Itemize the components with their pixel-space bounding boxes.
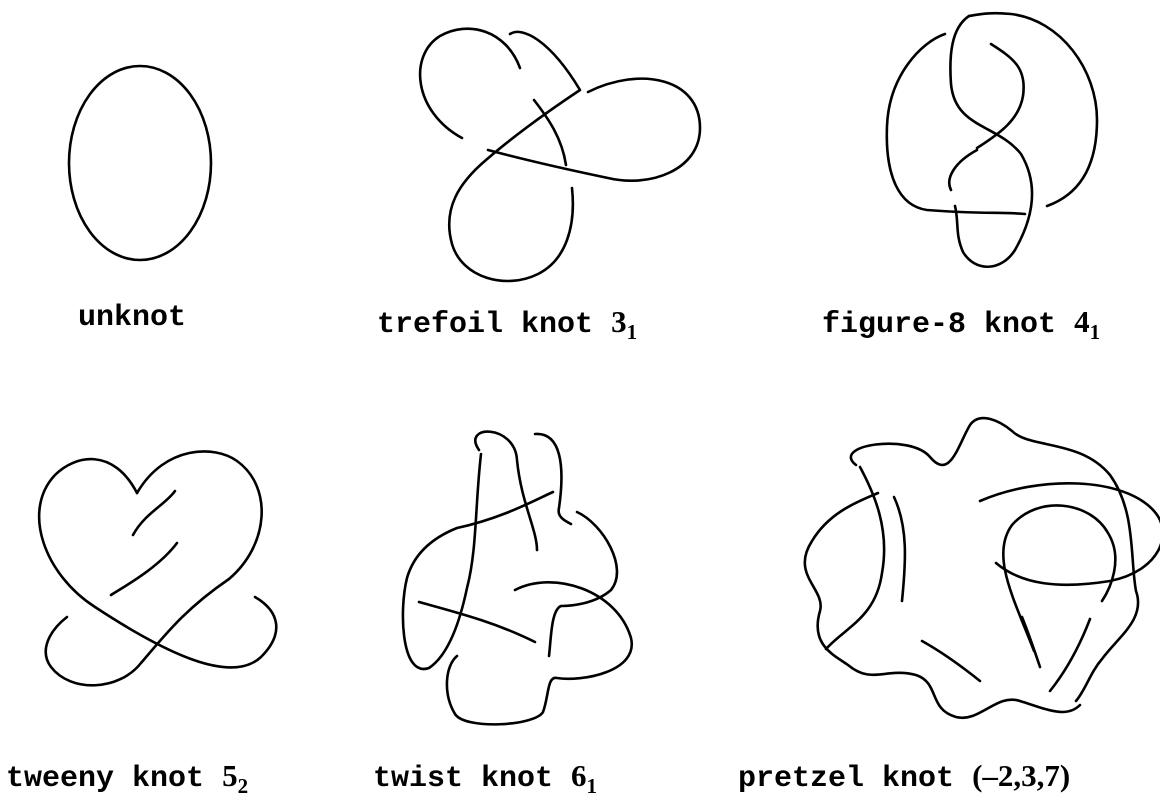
knot-name: pretzel knot [738,762,955,796]
knot-name: figure-8 knot [822,308,1057,342]
tweeny-knot-label: tweeny knot 52 [6,758,248,797]
knot-name: unknot [78,301,187,335]
unknot-label: unknot [78,300,186,336]
knot-index: 1 [586,774,598,798]
tweeny-knot-diagram [38,450,278,687]
knot-number: 3 [611,304,627,339]
knot-name: twist knot [373,762,554,796]
knot-number: 4 [1074,304,1090,339]
knot-number: 5 [222,758,238,793]
knot-name: trefoil knot [377,308,594,342]
knot-index: 1 [626,320,638,344]
knot-number: 6 [571,758,587,793]
pretzel-knot-diagram [803,416,1160,720]
trefoil-knot-diagram [418,27,702,283]
pretzel-knot-label: pretzel knot (–2,3,7) [738,758,1070,797]
knot-name: tweeny knot [6,762,205,796]
twist-knot-label: twist knot 61 [373,758,597,797]
knot-number: (–2,3,7) [972,758,1071,793]
figure-8-knot-diagram [885,11,1099,268]
figure-8-knot-label: figure-8 knot 41 [822,304,1100,343]
knot-index: 2 [237,774,249,798]
trefoil-knot-label: trefoil knot 31 [377,304,637,343]
knot-index: 1 [1089,320,1101,344]
unknot-diagram [67,64,213,262]
twist-knot-diagram [401,430,633,726]
